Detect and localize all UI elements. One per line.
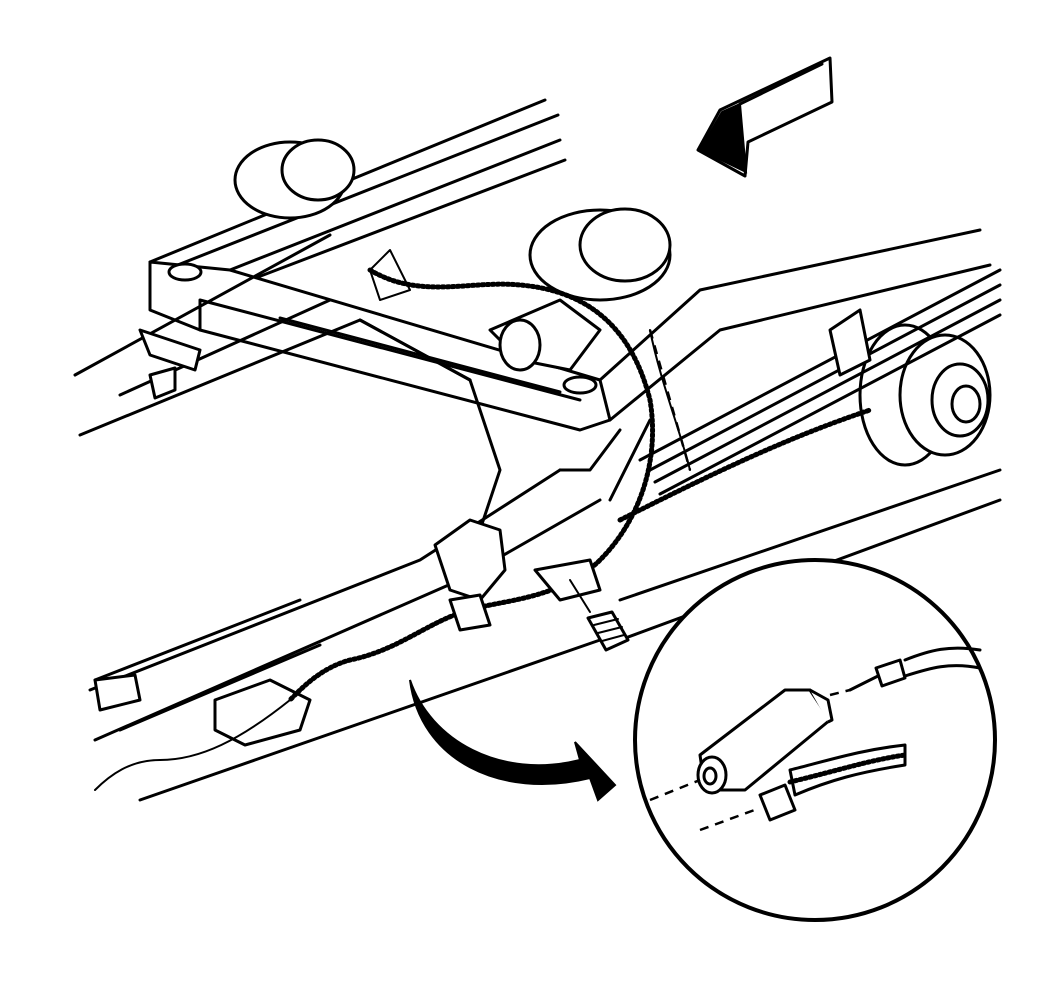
direction-arrow-icon <box>696 56 834 178</box>
retaining-bolt <box>569 579 630 652</box>
leaf-spring <box>638 268 1002 496</box>
brake-drum <box>858 323 992 467</box>
detail-view-arrow-icon <box>409 679 617 802</box>
cable-bracket <box>433 518 602 632</box>
rear-axle <box>233 138 672 372</box>
vehicle-frame <box>73 98 1002 802</box>
detail-view <box>633 558 997 922</box>
